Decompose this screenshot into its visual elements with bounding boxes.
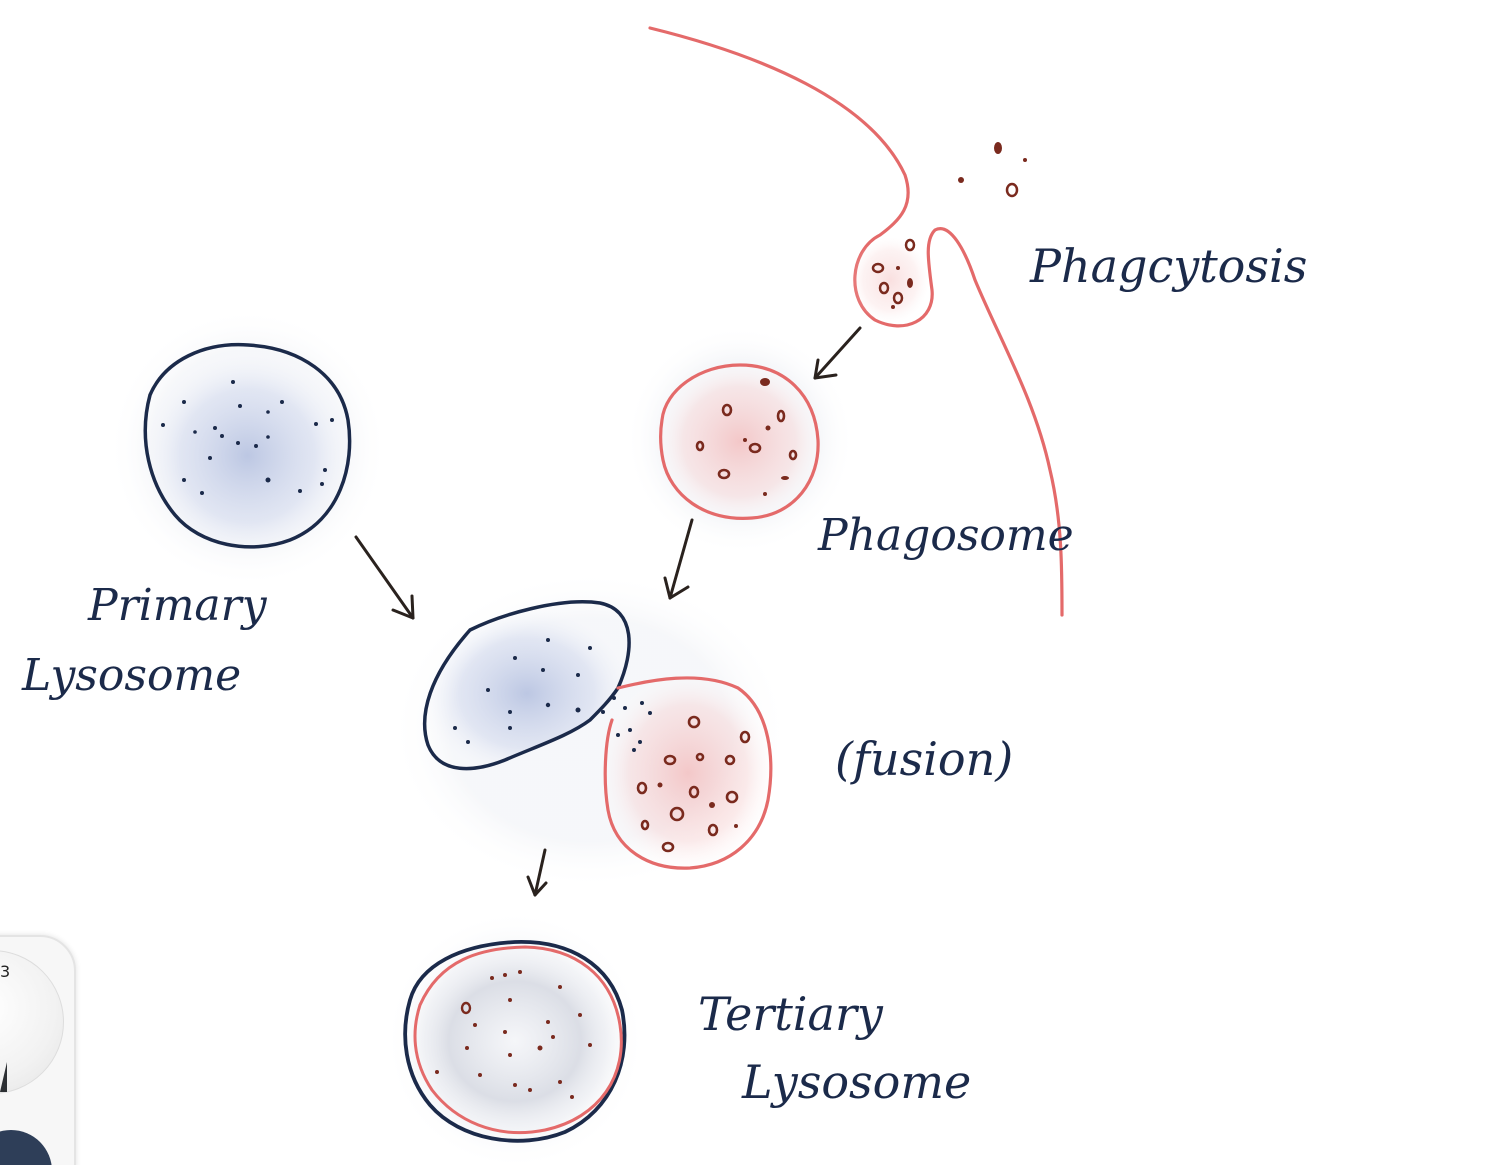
arrow-phagocytosis-to-phagosome bbox=[813, 326, 862, 380]
fusion-complex bbox=[390, 570, 790, 890]
brush-size-value: 3 bbox=[0, 962, 11, 981]
arrows bbox=[354, 326, 862, 897]
arrow-phagosome-to-fusion bbox=[663, 518, 694, 600]
label-primary: Primary bbox=[87, 580, 268, 631]
primary-lysosome bbox=[108, 308, 388, 588]
phagosome bbox=[625, 325, 855, 555]
pen-tip-icon bbox=[0, 1062, 7, 1092]
label-phagocytosis: Phagcytosis bbox=[1029, 239, 1307, 293]
engulfed-particles bbox=[871, 142, 1027, 309]
arrow-primary-to-fusion bbox=[354, 535, 415, 620]
label-phagosome: Phagosome bbox=[817, 510, 1074, 561]
cell-membrane bbox=[648, 26, 1064, 617]
label-lysosome-primary: Lysosome bbox=[21, 650, 241, 701]
labels: Phagcytosis Phagosome Primary Lysosome (… bbox=[21, 239, 1307, 1109]
label-tertiary: Tertiary bbox=[698, 987, 884, 1041]
arrow-fusion-to-tertiary bbox=[526, 848, 548, 897]
label-fusion: (fusion) bbox=[835, 732, 1013, 786]
tertiary-lysosome bbox=[385, 910, 645, 1165]
label-lysosome-tertiary: Lysosome bbox=[741, 1055, 971, 1109]
